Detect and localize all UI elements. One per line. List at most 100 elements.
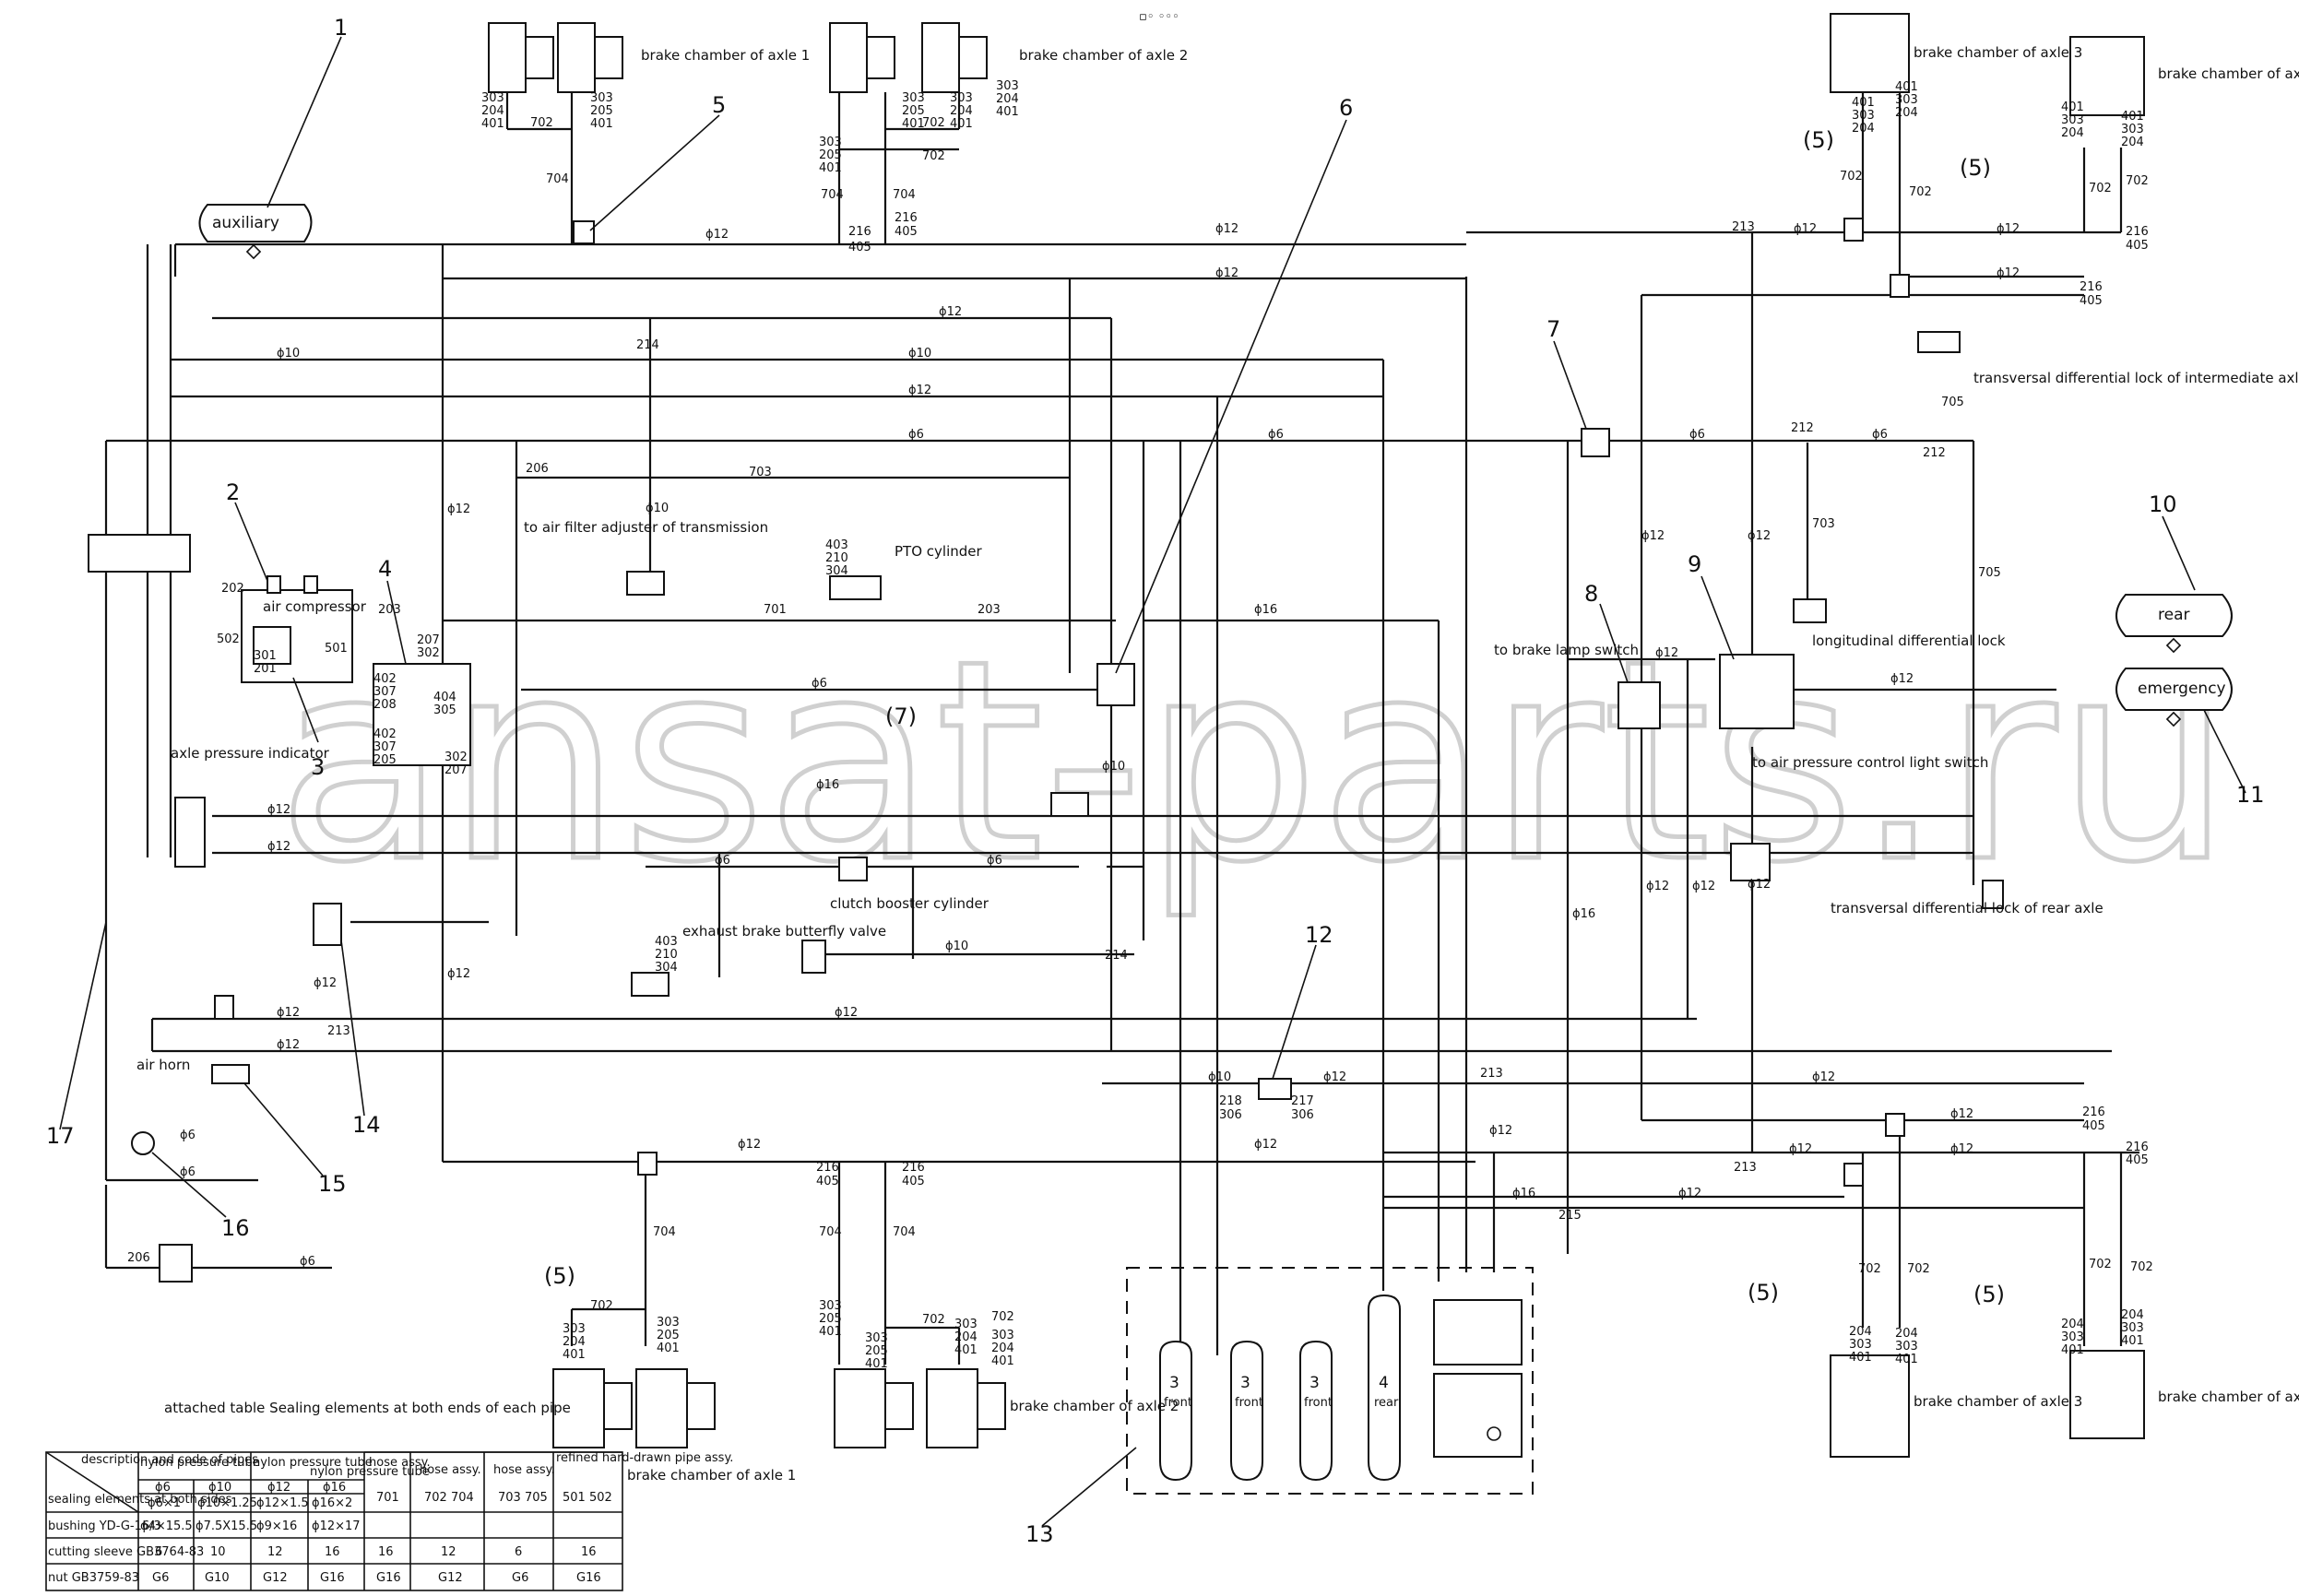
chamber-a4-bot bbox=[2069, 1350, 2145, 1439]
tc-code-3: ϕ16 bbox=[323, 1481, 346, 1495]
code-stack-line: 401 bbox=[1849, 1351, 1872, 1365]
callout-17: 17 bbox=[46, 1123, 75, 1149]
reference-box bbox=[1050, 792, 1089, 817]
code-206b: 206 bbox=[127, 1251, 150, 1265]
code-stack-line: 401 bbox=[819, 1325, 842, 1339]
code-704e: 704 bbox=[819, 1225, 842, 1239]
code-stack-line: 404 bbox=[433, 691, 456, 704]
tank-num-2: 3 bbox=[1240, 1374, 1250, 1392]
th-nylon2: nylon pressure tube bbox=[253, 1456, 373, 1470]
code-306b: 306 bbox=[1291, 1108, 1314, 1122]
code-216f: 216 bbox=[2126, 1141, 2149, 1154]
compressor-port-1 bbox=[267, 575, 281, 594]
code-212: 212 bbox=[1791, 421, 1814, 435]
tr0-c1: ϕ7.5X15.5 bbox=[196, 1519, 257, 1533]
tr1-c5: 12 bbox=[441, 1545, 456, 1559]
code-stack-line: 207 bbox=[444, 763, 468, 777]
code-216: 216 bbox=[848, 225, 871, 239]
code-704d: 704 bbox=[653, 1225, 676, 1239]
compressor-head bbox=[253, 626, 291, 665]
code-stack-line: 401 bbox=[1895, 1353, 1918, 1366]
code-stack-line: 303 bbox=[2121, 123, 2144, 136]
code-stack-line: 401 bbox=[590, 117, 613, 131]
callout-7-ref: (7) bbox=[885, 703, 917, 729]
code-216c: 216 bbox=[2126, 225, 2149, 239]
code-stack-line: 303 bbox=[991, 1329, 1014, 1342]
code-705b: 705 bbox=[1978, 566, 2001, 580]
code-405b: 405 bbox=[895, 225, 918, 239]
code-stack-line: 205 bbox=[902, 104, 925, 118]
drain-icon bbox=[2165, 711, 2182, 727]
code-stack-line: 204 bbox=[996, 92, 1019, 106]
code-502: 502 bbox=[217, 632, 240, 646]
size-p12-ad: ϕ12 bbox=[738, 1138, 761, 1152]
callout-line-13 bbox=[1041, 1447, 1137, 1527]
tank-group: 3 front 3 front 3 front 4 rear bbox=[1159, 1294, 1523, 1482]
chamber-a2-bot-left bbox=[834, 1368, 886, 1448]
callout-line-14 bbox=[340, 940, 365, 1117]
code-218: 218 bbox=[1219, 1094, 1242, 1108]
top-mark: ▫◦ ◦◦◦ bbox=[1139, 10, 1179, 24]
size-p12-u: ϕ12 bbox=[277, 1038, 300, 1052]
tr1-c6: 6 bbox=[515, 1545, 522, 1559]
code-stack-line: 204 bbox=[2121, 136, 2144, 149]
tr1-c1: 10 bbox=[210, 1545, 226, 1559]
chamber-a2-right-rod bbox=[958, 36, 988, 79]
chamber-a2-bot-left-rod bbox=[884, 1382, 914, 1430]
size-p6-a: ϕ6 bbox=[908, 428, 924, 442]
pipe-lines bbox=[104, 231, 2139, 1270]
size-p6-d: ϕ6 bbox=[1872, 428, 1888, 442]
code-stack-line: 207 bbox=[417, 633, 440, 647]
size-p12-z: ϕ12 bbox=[1789, 1142, 1812, 1156]
code-stack-line: 303 bbox=[2061, 113, 2084, 127]
code-217: 217 bbox=[1291, 1094, 1314, 1108]
code-stack-line: 204 bbox=[2121, 1308, 2144, 1322]
label-bc4-top: brake chamber of axle 4 bbox=[2158, 65, 2299, 82]
size-p6-e: ϕ6 bbox=[812, 677, 827, 691]
dryer-17 bbox=[88, 534, 191, 573]
code-702j: 702 bbox=[991, 1310, 1014, 1324]
code-702h: 702 bbox=[590, 1299, 613, 1313]
table-diagonal bbox=[45, 1451, 139, 1513]
chamber-a2-bot-right bbox=[926, 1368, 978, 1448]
tank-num-1: 3 bbox=[1169, 1374, 1179, 1392]
gauge-icon bbox=[1487, 1426, 1501, 1441]
code-405: 405 bbox=[848, 241, 871, 254]
code-701: 701 bbox=[764, 603, 787, 617]
chamber-a1-bot-left-rod bbox=[603, 1382, 633, 1430]
code-216b: 216 bbox=[895, 211, 918, 225]
tc-size-3: ϕ16×2 bbox=[312, 1496, 352, 1510]
size-p12-y: ϕ12 bbox=[1950, 1142, 1973, 1156]
callout-5-ref-e: (5) bbox=[1973, 1282, 2005, 1307]
size-p6-i: ϕ6 bbox=[180, 1165, 196, 1179]
code-stack-line: 401 bbox=[2061, 100, 2084, 114]
size-p6-f: ϕ6 bbox=[715, 854, 730, 868]
code-stack-line: 401 bbox=[481, 117, 504, 131]
code-stack-line: 208 bbox=[373, 698, 397, 712]
code-stack-line: 307 bbox=[373, 740, 397, 754]
code-stack-line: 205 bbox=[865, 1344, 888, 1358]
pto-cylinder bbox=[829, 575, 882, 600]
code-704c: 704 bbox=[893, 188, 916, 202]
code-stack-line: 401 bbox=[902, 117, 925, 131]
callout-line-7 bbox=[1553, 340, 1587, 430]
code-stack-line: 303 bbox=[996, 79, 1019, 93]
size-p12-a: ϕ12 bbox=[705, 228, 729, 242]
tr1-c7: 16 bbox=[581, 1545, 597, 1559]
callout-7: 7 bbox=[1546, 316, 1560, 342]
code-stack-line: 302 bbox=[444, 751, 468, 764]
chamber-a3-bot bbox=[1830, 1354, 1910, 1458]
bottom-branches bbox=[570, 1120, 2123, 1365]
code-216h: 216 bbox=[902, 1161, 925, 1175]
chamber-a1-bot-right-rod bbox=[686, 1382, 716, 1430]
th-hose3: hose assy. bbox=[493, 1463, 555, 1477]
callout-line-16 bbox=[151, 1152, 227, 1218]
